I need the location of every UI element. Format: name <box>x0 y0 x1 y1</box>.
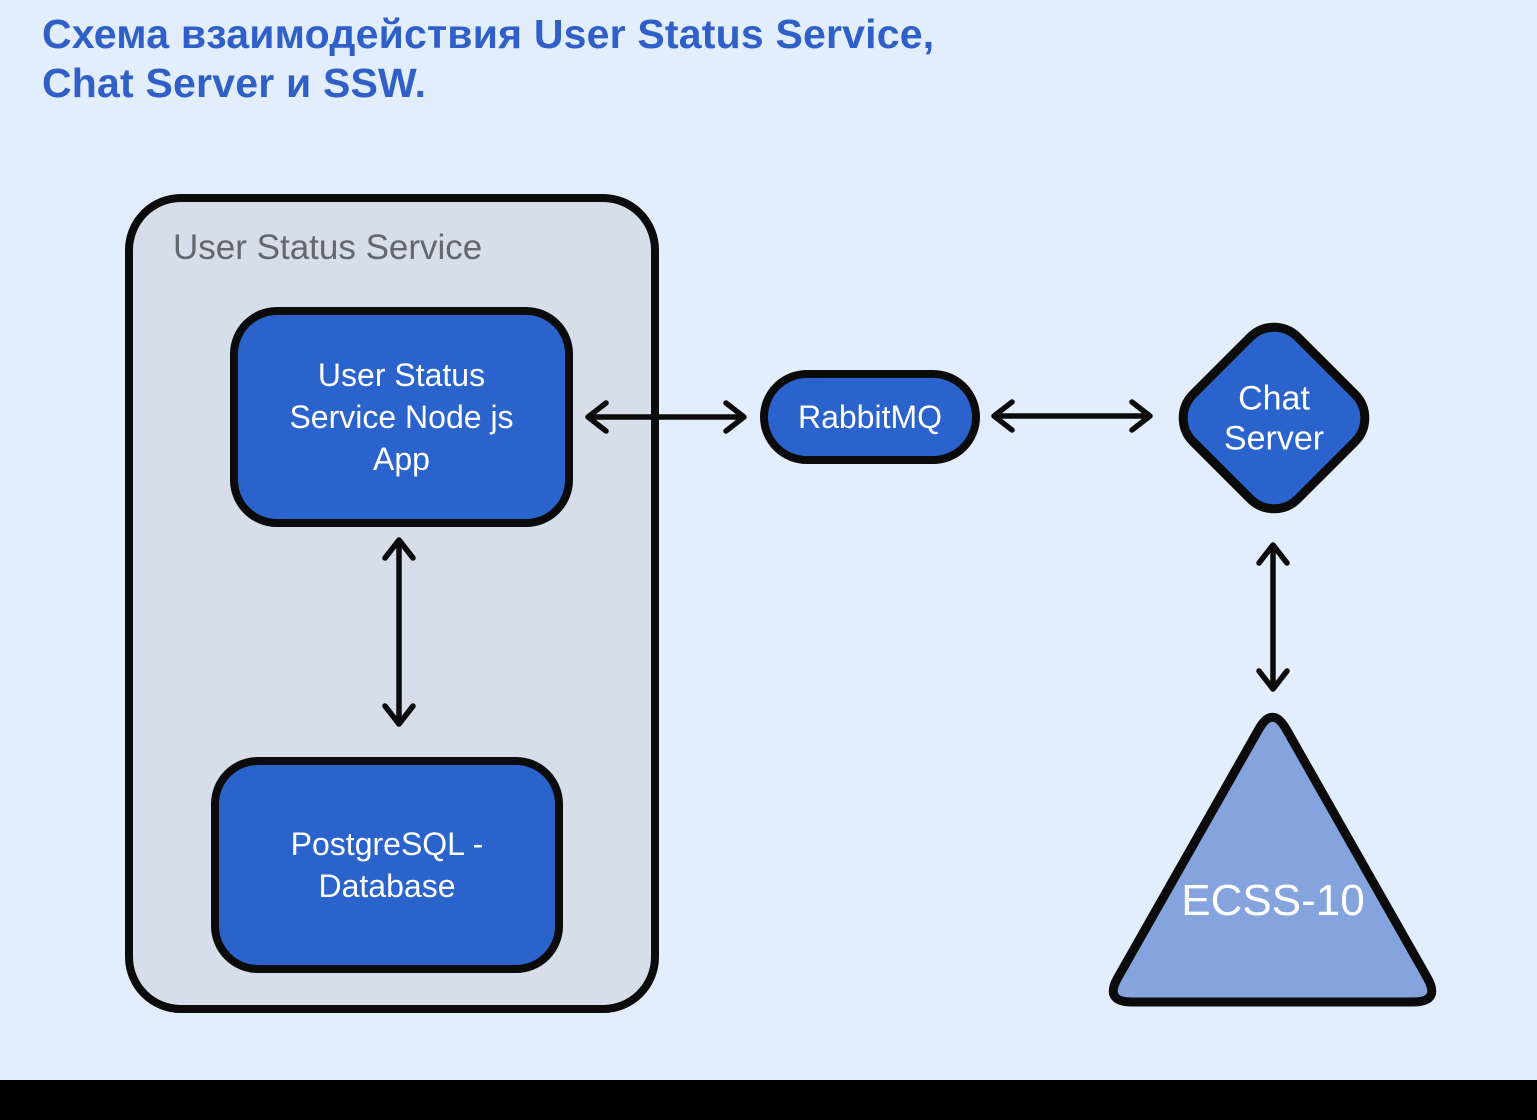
node-rabbitmq: RabbitMQ <box>760 370 980 464</box>
node-postgresql-database: PostgreSQL - Database <box>211 757 563 973</box>
node-rabbitmq-label: RabbitMQ <box>797 398 943 435</box>
node-ecss-10 <box>1108 712 1437 1007</box>
page-title-line-1: Схема взаимодействия User Status Service… <box>42 11 935 57</box>
page-title-line-2: Chat Server и SSW. <box>42 60 427 106</box>
arrow-app-database <box>382 537 416 727</box>
node-app-label-line-1: User Status <box>317 357 486 393</box>
group-user-status-service-label: User Status Service <box>173 228 483 267</box>
chat-server-label-line-1: Chat <box>1238 379 1310 417</box>
node-app-label-line-2: Service Node js <box>289 399 514 435</box>
node-app-label-line-3: App <box>373 441 430 477</box>
node-user-status-service-app: User Status Service Node js App <box>230 307 573 527</box>
arrow-chatserver-ecss <box>1256 542 1290 692</box>
node-db-label-line-1: PostgreSQL - <box>290 826 484 862</box>
bottom-black-bar <box>0 1080 1537 1120</box>
page-title: Схема взаимодействия User Status Service… <box>42 10 934 108</box>
ecss-10-triangle-shape <box>1108 712 1437 1007</box>
arrow-rabbitmq-chatserver <box>991 399 1153 433</box>
arrow-app-rabbitmq <box>585 400 747 434</box>
chat-server-diamond-shape: Chat Server <box>1162 306 1386 530</box>
chat-server-label-line-2: Server <box>1223 419 1325 457</box>
node-chat-server-label: Chat Server <box>1205 349 1344 488</box>
node-ecss-10-label: ECSS-10 <box>1181 876 1365 925</box>
node-db-label-line-2: Database <box>318 868 456 904</box>
